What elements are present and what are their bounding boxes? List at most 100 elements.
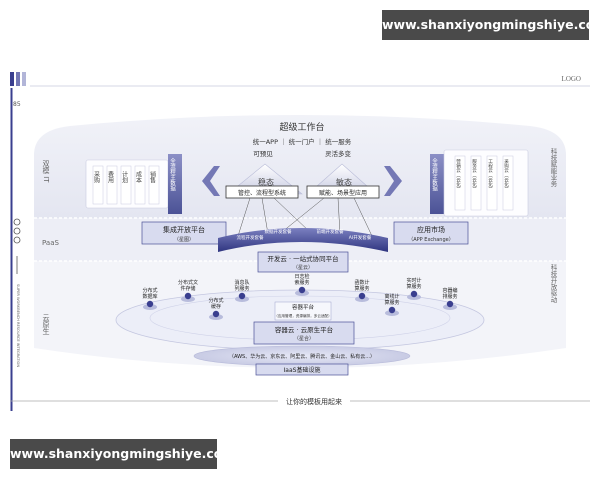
label-cloud-native: 云原生 bbox=[42, 314, 50, 335]
left-panel-header-label: 全流程主数据 bbox=[169, 157, 176, 193]
right-module-label: 服务云（云化） bbox=[472, 159, 477, 191]
service-label-line1: 实时计 bbox=[406, 277, 421, 284]
service-label-line2: 算服务 bbox=[406, 283, 421, 290]
nav-dot bbox=[13, 218, 21, 226]
service-label-line2: 件存储 bbox=[180, 285, 195, 292]
app-market-title: 应用市场 bbox=[417, 225, 445, 234]
container-platform-title: 容器平台 bbox=[292, 303, 315, 311]
service-label-line1: 分布式 bbox=[142, 287, 157, 294]
left-module-box[interactable] bbox=[106, 165, 118, 205]
integration-platform-title: 集成开放平台 bbox=[163, 225, 205, 234]
service-icon bbox=[446, 300, 454, 308]
container-cloud-box[interactable] bbox=[253, 321, 355, 345]
left-module-label: 销售 bbox=[149, 170, 156, 184]
banner-data-kit: 数据开发套餐 bbox=[265, 228, 292, 235]
nav-dot bbox=[13, 236, 21, 244]
label-dual-mode-it: 双模 IT bbox=[42, 160, 50, 183]
left-panel-header bbox=[168, 154, 182, 214]
right-module-label: 营销云（云化） bbox=[456, 158, 461, 191]
dev-cloud-sub: （星云） bbox=[293, 265, 313, 271]
integration-platform-sub: （星图） bbox=[174, 237, 194, 243]
app-market-box[interactable] bbox=[393, 221, 469, 245]
container-platform-sub: （应用管理，资源编排，多云适配） bbox=[274, 313, 332, 318]
left-module-box[interactable] bbox=[148, 165, 160, 205]
dev-cloud-box[interactable] bbox=[257, 251, 349, 273]
watermark-top: www.shanxiyongmingshiye.com bbox=[382, 10, 600, 40]
watermark-bottom: www.shanxiyongmingshiye.com bbox=[10, 439, 235, 469]
service-label-line2: 算服务 bbox=[354, 285, 369, 292]
logo-text: LOGO bbox=[562, 75, 581, 83]
service-label-line1: 分布式 bbox=[208, 297, 223, 304]
control-system-label: 管控、流程型系统 bbox=[238, 189, 286, 197]
dev-cloud-title: 开发云 · 一站式协同平台 bbox=[267, 254, 338, 263]
right-module-box[interactable] bbox=[454, 155, 466, 211]
chevron-right-icon bbox=[384, 166, 402, 196]
service-icon bbox=[410, 290, 418, 298]
enable-app-box bbox=[306, 185, 380, 199]
enable-app-label: 赋能、场景型应用 bbox=[319, 189, 367, 197]
service-label-line2: 算服务 bbox=[384, 299, 399, 306]
app-market-sub: （APP Exchange） bbox=[408, 237, 453, 243]
service-label-line2: 列服务 bbox=[234, 285, 249, 292]
right-panel-header bbox=[430, 154, 444, 214]
service-label-line1: 容器编 bbox=[442, 287, 457, 294]
left-module-label: 费用 bbox=[107, 170, 114, 184]
left-module-label: 计划 bbox=[121, 170, 128, 183]
label-tech-enable: 科技赋能业务 bbox=[549, 147, 557, 189]
chevron-left-icon bbox=[202, 166, 220, 196]
stable-label: 稳态 bbox=[258, 177, 274, 187]
service-label-line1: 离线计 bbox=[384, 293, 399, 300]
left-module-label: 采购 bbox=[93, 170, 100, 184]
container-cloud-title: 容器云 · 云原生平台 bbox=[275, 325, 333, 334]
iaas-label: IaaS基础设施 bbox=[284, 366, 321, 374]
container-platform-box[interactable] bbox=[274, 301, 332, 321]
service-icon bbox=[238, 292, 246, 300]
right-module-box[interactable] bbox=[502, 155, 514, 211]
side-caption: SUPER WORKBENCH RESOURCE INTEGRATION bbox=[16, 284, 20, 367]
banner-ai-kit: AI开发套餐 bbox=[349, 234, 372, 241]
right-module-label: 工程云（云化） bbox=[488, 159, 493, 191]
integration-platform-box[interactable] bbox=[141, 221, 227, 245]
banner-process-kit: 流程开发套餐 bbox=[237, 234, 264, 241]
header-mark bbox=[10, 72, 14, 86]
service-icon bbox=[388, 306, 396, 314]
service-label-line2: 排服务 bbox=[442, 293, 457, 300]
left-module-box[interactable] bbox=[134, 165, 146, 205]
service-label-line1: 日志检 bbox=[294, 273, 309, 280]
architecture-slide: LOGO 85 SUPER WORKBENCH RESOURCE INTEGRA… bbox=[10, 68, 590, 411]
header-mark bbox=[16, 72, 20, 86]
page-number: 85 bbox=[13, 101, 21, 108]
service-icon bbox=[212, 310, 220, 318]
container-cloud-sub: （星合） bbox=[294, 335, 314, 342]
service-label-line1: 函数计 bbox=[354, 279, 369, 286]
iaas-box[interactable] bbox=[255, 363, 349, 376]
diagram-subtitle: 统一APP ｜ 统一门户 ｜ 统一服务 bbox=[253, 137, 352, 146]
left-module-box[interactable] bbox=[120, 165, 132, 205]
nav-dot bbox=[13, 227, 21, 235]
service-label-line1: 消息队 bbox=[234, 279, 249, 286]
right-module-box[interactable] bbox=[486, 155, 498, 211]
left-module-label: 成本 bbox=[135, 170, 142, 184]
agile-state-label: 敏态 bbox=[336, 177, 352, 187]
agile-label: 灵活多变 bbox=[325, 149, 352, 158]
footer-slogan: 让你的模板用起来 bbox=[286, 397, 342, 406]
service-icon bbox=[146, 300, 154, 308]
left-module-box[interactable] bbox=[92, 165, 104, 205]
right-module-box[interactable] bbox=[470, 155, 482, 211]
service-icon bbox=[184, 292, 192, 300]
dev-kit-ribbon bbox=[218, 228, 388, 252]
service-icon bbox=[358, 292, 366, 300]
label-paas: PaaS bbox=[42, 239, 59, 247]
predictable-label: 可预见 bbox=[253, 149, 273, 158]
service-label-line1: 分布式文 bbox=[178, 279, 198, 286]
right-panel-header-label: 全流程主数据 bbox=[431, 157, 438, 193]
